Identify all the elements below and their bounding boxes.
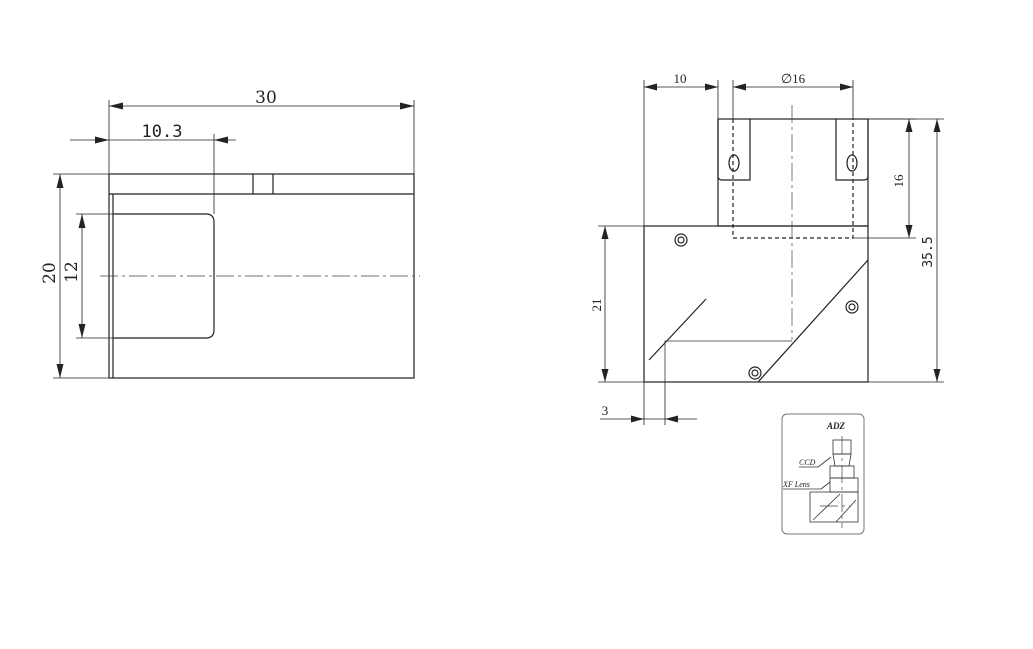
dim-30-label: 30 (255, 88, 277, 108)
right-slot (835, 119, 869, 181)
dim-10-label: 10 (674, 71, 687, 86)
arrow-icon (78, 324, 86, 338)
inset-title: ADZ (826, 421, 846, 431)
dim-35-5-label: 35.5 (921, 236, 936, 267)
screw-hole-inner-icon (677, 236, 685, 244)
arrow-icon (644, 83, 657, 91)
arrow-icon (905, 225, 913, 238)
arrow-icon (95, 136, 109, 144)
dim-16v-label: 16 (891, 174, 906, 188)
lens-label: XF Lens (782, 480, 810, 489)
arrow-icon (665, 415, 678, 423)
arrow-icon (933, 369, 941, 382)
arrow-icon (631, 415, 644, 423)
prism-inner-lines (664, 340, 792, 382)
ccd-label: CCD (799, 458, 816, 467)
screw-hole-inner-icon (848, 303, 856, 311)
arrow-icon (933, 119, 941, 132)
left-window-outline (113, 213, 215, 339)
right-tube-outline (717, 118, 869, 227)
right-slot-hole-icon (846, 154, 858, 172)
dim-20-label: 20 (40, 262, 60, 284)
arrow-icon (601, 369, 609, 382)
lens-body (809, 491, 859, 523)
arrow-icon (601, 226, 609, 239)
arrow-icon (733, 83, 746, 91)
lens-diagonal-2 (835, 499, 857, 523)
lens-leader (820, 481, 831, 490)
prism-diagonal-right (757, 259, 869, 383)
arrow-icon (214, 136, 228, 144)
arrow-icon (905, 119, 913, 132)
dim-3-label: 3 (602, 403, 609, 418)
left-slot-hole-icon (728, 154, 740, 172)
right-tube-hidden (732, 119, 854, 239)
screw-hole-inner-icon (751, 369, 759, 377)
inset-frame (781, 413, 865, 535)
screw-hole-icon (748, 366, 762, 380)
arrow-icon (705, 83, 718, 91)
inset-schematic: ADZ CCD XF Lens (781, 413, 865, 535)
arrow-icon (78, 214, 86, 228)
prism-diagonal-left (648, 298, 707, 361)
dim-10-3-label: 10.3 (142, 122, 183, 142)
ccd-leader (817, 456, 832, 468)
arrow-icon (109, 102, 123, 110)
dim-21-label: 21 (589, 299, 604, 312)
right-view: 10 ∅16 16 35.5 21 3 (589, 71, 944, 425)
dim-diameter-label: ∅16 (781, 71, 806, 86)
left-view: 30 10.3 20 12 (40, 88, 420, 379)
arrow-icon (840, 83, 853, 91)
right-body-outline (643, 225, 869, 383)
arrow-icon (56, 364, 64, 378)
arrow-icon (56, 174, 64, 188)
screw-hole-icon (845, 300, 859, 314)
lens-diagonal (812, 493, 841, 521)
screw-hole-icon (674, 233, 688, 247)
left-slot (717, 119, 751, 181)
arrow-icon (400, 102, 414, 110)
dim-12-label: 12 (62, 261, 82, 283)
